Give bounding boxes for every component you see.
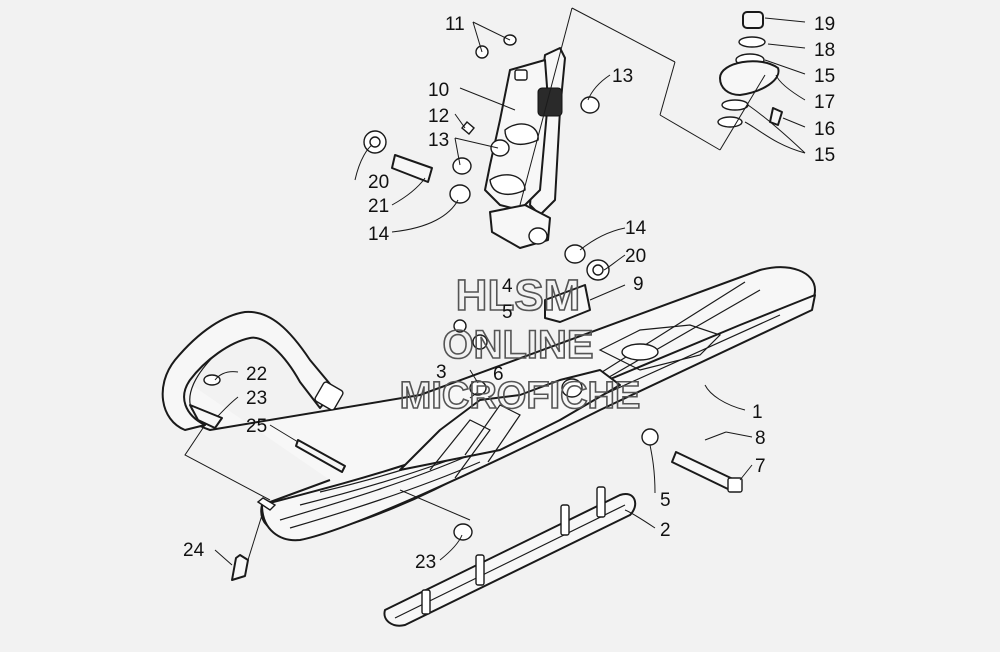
callout-9: 9 [633,274,644,295]
callout-labels: 11 10 12 13 13 20 21 14 14 20 9 4 5 3 6 … [183,14,835,573]
hardware [231,284,743,581]
callout-25: 25 [246,416,267,437]
callout-7: 7 [755,456,766,477]
callout-5-upper: 5 [502,302,513,323]
callout-16: 16 [814,119,835,140]
callout-15-lower: 15 [814,145,835,166]
ski-loop-handle [161,310,344,431]
callout-5-lower: 5 [660,490,671,511]
bushings [363,34,610,281]
callout-14-right: 14 [625,218,647,239]
callout-21: 21 [368,196,389,217]
watermark-line-2: ONLINE [442,323,593,367]
spindle [484,47,566,249]
callout-22: 22 [246,364,267,385]
callout-1: 1 [752,402,763,423]
callout-23-lower: 23 [415,552,436,573]
callout-8: 8 [755,428,766,449]
callout-13-upper: 13 [612,66,633,87]
wear-bar [383,486,637,627]
callout-15-upper: 15 [814,66,835,87]
leader-lines [184,7,806,566]
callout-2: 2 [660,520,671,541]
callout-24: 24 [183,540,205,561]
callout-19: 19 [814,14,835,35]
callout-11: 11 [445,14,465,35]
callout-6: 6 [493,364,504,385]
watermark-line-1: HLSM [456,271,581,320]
callout-4: 4 [502,276,513,297]
callout-23-upper: 23 [246,388,267,409]
callout-18: 18 [814,40,835,61]
callout-3: 3 [436,362,447,383]
callout-20-upper: 20 [368,172,389,193]
watermark-line-3: MICROFICHE [400,375,641,417]
callout-13-lower: 13 [428,130,449,151]
callout-12: 12 [428,106,449,127]
steering-clamp [717,11,783,128]
callout-17: 17 [814,92,835,113]
callout-14-left: 14 [368,224,390,245]
callout-10: 10 [428,80,449,101]
watermark: HLSM ONLINE MICROFICHE [399,270,641,418]
callout-20-lower: 20 [625,246,646,267]
